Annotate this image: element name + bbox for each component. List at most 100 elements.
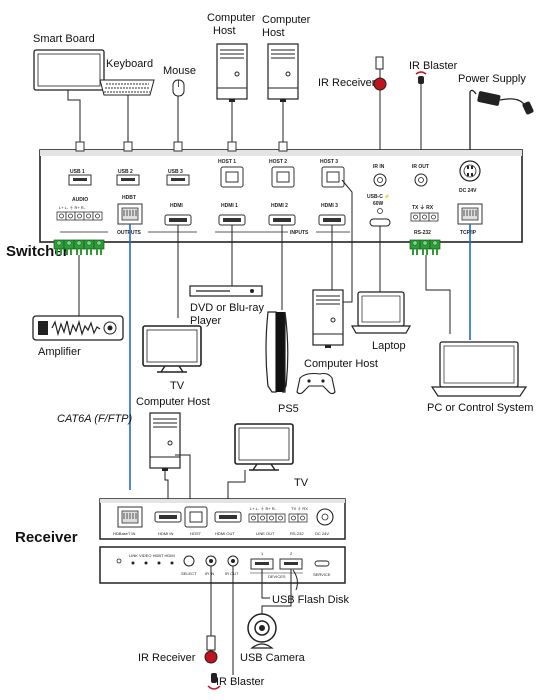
usb2-port	[116, 174, 140, 186]
line-out-label: LINE OUT	[256, 531, 275, 536]
receiver-dc-jack	[316, 508, 334, 526]
tcpip-port	[457, 203, 483, 225]
keyboard-icon	[99, 79, 155, 96]
cable-usb-camera	[261, 569, 292, 614]
rs232-terminal	[410, 212, 439, 222]
receiver-hdmi-out-port	[214, 511, 242, 523]
devices-usb-port-1	[250, 558, 274, 570]
amplifier-label: Amplifier	[38, 346, 81, 358]
host2-port	[271, 166, 295, 188]
host2-port-label: HOST 2	[269, 159, 287, 165]
laptop-label: Laptop	[372, 340, 406, 352]
select-label: SELECT	[181, 571, 197, 576]
service-label: SERVICE	[313, 572, 331, 577]
laptop-icon	[350, 291, 412, 334]
host3-port-label: HOST 3	[320, 159, 338, 165]
ir-blaster-top-label: IR Blaster	[409, 60, 458, 72]
ir-blaster-bottom-icon	[207, 673, 221, 690]
ir-blaster-top-icon	[415, 71, 427, 84]
usb-flash-disk-icon	[292, 569, 298, 591]
line-out-terminal	[248, 513, 286, 523]
cable-tv2	[227, 470, 246, 507]
rs232-green-connector	[409, 239, 441, 256]
txrx-label: TX ⏚ RX	[412, 204, 434, 211]
tv-2-icon	[234, 423, 294, 471]
cable-smart-board	[67, 90, 81, 143]
usb-camera-icon	[247, 613, 277, 649]
receiver-dc-label: DC 24V	[315, 531, 329, 536]
switcher-label: Switcher	[6, 243, 69, 260]
dc-power-jack	[459, 160, 481, 182]
usb2-label: USB 2	[118, 169, 133, 175]
cable-rs232	[425, 255, 451, 334]
usb-flash-label: USB Flash Disk	[272, 594, 350, 606]
receiver-ir-in-label: IR IN	[205, 571, 214, 576]
computer-host-2-icon	[267, 43, 299, 103]
cable-host4-hdmi	[164, 471, 169, 507]
line-pins-label: L+ L- ⏚ R+ R-	[250, 505, 277, 511]
power-supply-label: Power Supply	[458, 73, 526, 85]
hdbt-label: HDBT	[122, 195, 136, 201]
hdmi2-port	[268, 214, 296, 226]
hdbaset-in-port	[117, 506, 143, 528]
dvd-player-icon	[189, 285, 263, 297]
hdbt-port	[117, 203, 143, 225]
usb1-port	[68, 174, 92, 186]
receiver-leds-label: LINK VIDEO HDBT HDMI	[129, 553, 175, 558]
usb-camera-label: USB Camera	[240, 652, 306, 664]
hdmi-out-label: HDMI	[170, 203, 183, 209]
service-port	[314, 560, 330, 567]
tv-1-label: TV	[170, 380, 185, 392]
tv-2-label: TV	[294, 477, 309, 489]
mouse-label: Mouse	[163, 65, 196, 77]
devices-port2-label: 2	[290, 551, 293, 556]
hdbaset-in-label: HDBaseT IN	[113, 531, 135, 536]
audio-green-connector	[53, 239, 105, 256]
host3-label: Computer Host	[304, 358, 378, 370]
dvd-label-line2: Player	[190, 315, 222, 327]
devices-label: DEVICES	[268, 574, 286, 579]
hdmi3-port	[318, 214, 346, 226]
hdmi1-label: HDMI 1	[221, 203, 238, 209]
select-button[interactable]	[183, 555, 195, 567]
tv-1-icon	[142, 325, 202, 373]
hdmi-in-label: HDMI IN	[158, 531, 173, 536]
host1-port	[220, 166, 244, 188]
pc-control-label: PC or Control System	[427, 402, 533, 414]
receiver-rs232-label: RS-232	[290, 531, 304, 536]
receiver-host-label: HOST	[190, 531, 202, 536]
ps5-controller-icon	[296, 372, 336, 395]
pc-control-laptop-icon	[430, 341, 528, 397]
rs232-label: RS-232	[414, 230, 431, 236]
devices-port1-label: 1	[261, 551, 264, 556]
computer-host-1-icon	[216, 43, 248, 103]
host2-label-line1: Computer	[262, 14, 311, 26]
smart-board-label: Smart Board	[33, 33, 95, 45]
computer-host-4-icon	[149, 412, 181, 472]
mouse-icon	[172, 79, 185, 97]
usb1-label: USB 1	[70, 169, 85, 175]
ir-out-label: IR OUT	[412, 164, 429, 170]
receiver-hdmi-out-label: HDMI OUT	[215, 531, 235, 536]
hdmi1-port	[218, 214, 246, 226]
ps5-console-icon	[265, 311, 289, 393]
host4-label: Computer Host	[136, 396, 210, 408]
ir-receiver-bottom-icon	[204, 635, 218, 664]
usb3-port	[166, 174, 190, 186]
usbc-port	[369, 218, 391, 227]
host1-port-label: HOST 1	[218, 159, 236, 165]
host1-label-line1: Computer	[207, 12, 256, 24]
tcpip-label: TCP/IP	[460, 230, 477, 236]
receiver-rs232-terminal	[288, 513, 308, 523]
ps5-label: PS5	[278, 403, 299, 415]
smart-board-icon	[33, 49, 105, 91]
usb3-label: USB 3	[168, 169, 183, 175]
audio-terminal	[56, 211, 103, 221]
audio-label: AUDIO	[72, 197, 88, 203]
computer-host-3-icon	[312, 289, 344, 349]
receiver-label: Receiver	[15, 529, 78, 546]
audio-pins-label: L+ L- ⏚ R+ R-	[59, 204, 86, 210]
hdmi2-label: HDMI 2	[271, 203, 288, 209]
hdmi-out-port	[164, 214, 192, 226]
